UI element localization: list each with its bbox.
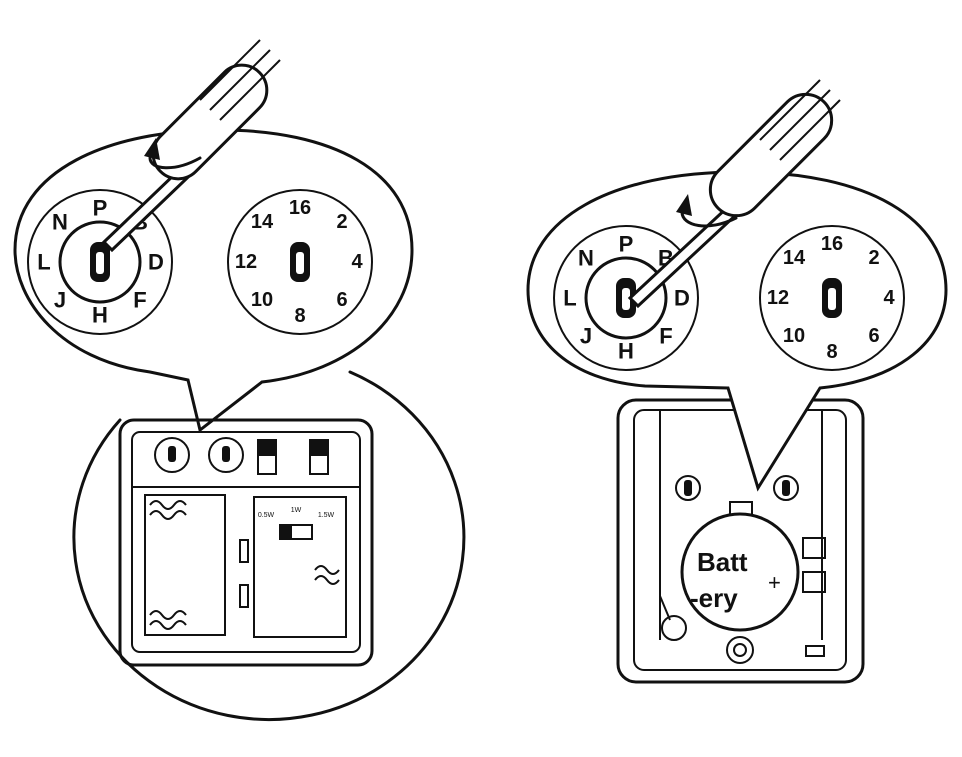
left-device-housing — [118, 418, 374, 667]
left-rotation-arrow-icon — [144, 138, 202, 170]
right-handle-groove-2 — [769, 89, 831, 151]
right-handle-groove-3 — [779, 99, 841, 161]
left-spring-right — [314, 565, 340, 575]
dial-label-10: 10 — [251, 289, 273, 311]
left-power-selector-lever — [280, 525, 292, 539]
right-dial-label-n: N — [578, 246, 594, 271]
left-rotation-arc — [148, 156, 202, 170]
battery-label-line2: -ery — [690, 583, 738, 613]
left-handle-groove-2 — [209, 49, 271, 111]
left-battery-bay — [144, 494, 226, 636]
left-spring-bottom — [149, 610, 187, 620]
right-battery-cell — [680, 512, 800, 632]
left-rotation-arrowhead — [144, 138, 160, 160]
right-mini-number-dial-knob — [782, 480, 790, 496]
left-dip-switch-1-lever — [258, 440, 276, 456]
left-contact-1 — [239, 539, 249, 563]
right-dial-label-2: 2 — [868, 247, 879, 269]
left-number-dial: 16 2 4 6 8 10 12 14 — [227, 189, 373, 335]
right-handle-groove-1 — [759, 79, 821, 141]
left-zoom-circle — [72, 370, 466, 721]
dial-label-4: 4 — [351, 251, 363, 273]
left-mini-letter-dial — [154, 437, 190, 473]
right-dial-label-h: H — [618, 339, 634, 364]
left-number-dial-slot — [296, 252, 304, 274]
left-screwdriver-handle — [151, 63, 269, 181]
dial-label-12: 12 — [235, 251, 257, 273]
right-screw-hole-inner — [733, 643, 747, 657]
right-letter-dial: P B D F H J L N — [553, 225, 699, 371]
right-dial-label-6: 6 — [868, 325, 879, 347]
dial-label-l: L — [37, 250, 50, 275]
left-device-inner-frame — [131, 431, 361, 653]
right-dial-label-p: P — [619, 232, 634, 257]
dial-label-d: D — [148, 250, 164, 275]
left-spring-right-2 — [314, 575, 340, 585]
right-dial-label-14: 14 — [783, 247, 806, 269]
right-screwdriver-handle — [708, 92, 834, 218]
right-dial-label-12: 12 — [767, 287, 789, 309]
left-dip-switch-2-lever — [310, 440, 328, 456]
left-screwdriver-icon — [101, 39, 281, 253]
battery-label-line1: Batt — [697, 547, 748, 577]
dial-label-j: J — [54, 288, 66, 313]
right-dial-label-16: 16 — [821, 233, 843, 255]
dial-label-2: 2 — [336, 211, 347, 233]
right-dial-label-4: 4 — [883, 287, 895, 309]
right-dial-label-j: J — [580, 324, 592, 349]
left-power-board — [253, 496, 347, 638]
right-number-dial-slot — [828, 288, 836, 310]
right-side-contact-1 — [802, 537, 826, 559]
right-rotation-arrowhead — [676, 194, 692, 216]
right-side-contact-2 — [802, 571, 826, 593]
right-letter-dial-slot — [622, 288, 630, 310]
right-clip-wire — [659, 595, 671, 621]
right-dial-label-f: F — [659, 324, 672, 349]
right-dial-label-8: 8 — [826, 341, 837, 363]
left-spring-bottom-2 — [149, 620, 187, 630]
right-screwdriver-icon — [627, 79, 841, 309]
left-spring-top-2 — [149, 510, 187, 520]
dial-label-h: H — [92, 303, 108, 328]
left-mini-number-dial — [208, 437, 244, 473]
right-rotation-arc — [680, 210, 738, 228]
right-mini-letter-dial-knob — [684, 480, 692, 496]
left-handle-groove-1 — [199, 39, 261, 101]
dial-label-n: N — [52, 210, 68, 235]
battery-plus-sign: + — [768, 570, 781, 595]
dial-label-f: F — [133, 288, 146, 313]
right-bottom-latch — [805, 645, 825, 657]
left-mini-letter-dial-knob — [168, 446, 176, 462]
left-contact-2 — [239, 584, 249, 608]
left-mini-number-dial-knob — [222, 446, 230, 462]
left-letter-dial-slot — [96, 252, 104, 274]
left-spring-top — [149, 500, 187, 510]
power-label-high: 1.5W — [318, 512, 335, 519]
right-dial-label-10: 10 — [783, 325, 805, 347]
left-handle-groove-3 — [219, 59, 281, 121]
dial-label-6: 6 — [336, 289, 347, 311]
dial-label-8: 8 — [294, 305, 305, 327]
right-rotation-arrow-icon — [676, 194, 738, 228]
right-dial-label-d: D — [674, 286, 690, 311]
right-device: Batt -ery + — [616, 398, 865, 684]
right-dial-label-l: L — [563, 286, 576, 311]
power-label-mid: 1W — [291, 507, 302, 514]
power-label-low: 0.5W — [258, 512, 275, 519]
right-number-dial: 16 2 4 6 8 10 12 14 — [759, 225, 905, 371]
right-battery-clip — [661, 615, 687, 641]
dial-label-16: 16 — [289, 197, 311, 219]
dial-label-p: P — [93, 196, 108, 221]
dial-label-14: 14 — [251, 211, 274, 233]
